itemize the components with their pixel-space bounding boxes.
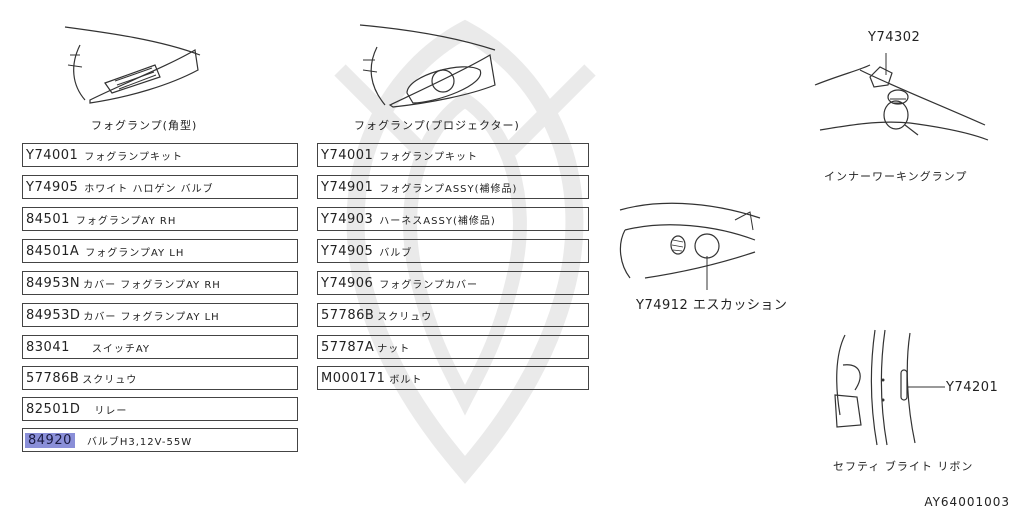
part-number: Y74001 xyxy=(26,147,79,163)
part-number: Y74901 xyxy=(321,179,374,195)
part-row[interactable]: Y74001 フォグランプキット xyxy=(22,143,298,167)
part-name: フォグランプAY RH xyxy=(75,215,177,227)
part-name: バルブH3,12V-55W xyxy=(86,436,193,448)
square-fog-lamp-caption: フォグランプ(角型) xyxy=(91,119,198,132)
part-number: 57786B xyxy=(26,370,80,386)
escutcheon-illustration xyxy=(619,202,761,290)
part-number: 57787A xyxy=(321,339,375,355)
part-row[interactable]: 83041 スイッチAY xyxy=(22,335,298,359)
square-fog-lamp-illustration xyxy=(64,26,201,104)
safety-bright-ribbon-caption: セフティ ブライト リボン xyxy=(833,460,974,473)
part-row[interactable]: 84501A フォグランプAY LH xyxy=(22,239,298,263)
part-number: Y74001 xyxy=(321,147,374,163)
part-name: ハーネスASSY(補修品) xyxy=(379,215,496,227)
part-row[interactable]: Y74905 バルブ xyxy=(317,239,589,263)
safety-bright-ribbon-part-number: Y74201 xyxy=(946,380,999,395)
part-name: スイッチAY xyxy=(91,343,151,355)
inner-working-lamp-illustration xyxy=(814,53,989,141)
inner-working-lamp-part-number: Y74302 xyxy=(868,30,921,45)
part-number: 57786B xyxy=(321,307,375,323)
part-row-highlighted[interactable]: 84920 バルブH3,12V-55W xyxy=(22,428,298,452)
part-name: ホワイト ハロゲン バルブ xyxy=(84,183,214,195)
projector-fog-lamp-illustration xyxy=(359,24,496,108)
part-number-highlighted: 84920 xyxy=(25,432,75,448)
part-row[interactable]: Y74903 ハーネスASSY(補修品) xyxy=(317,207,589,231)
part-row[interactable]: 84501 フォグランプAY RH xyxy=(22,207,298,231)
part-row[interactable]: 57786B スクリュウ xyxy=(22,366,298,390)
part-number: 84501 xyxy=(26,211,70,227)
escutcheon-label: Y74912 エスカッション xyxy=(636,298,788,313)
part-number: Y74906 xyxy=(321,275,374,291)
part-row[interactable]: 84953D カバー フォグランプAY LH xyxy=(22,303,298,327)
part-name: ボルト xyxy=(389,374,423,386)
part-number: 84501A xyxy=(26,243,80,259)
part-name: フォグランプカバー xyxy=(379,279,478,291)
part-name: スクリュウ xyxy=(82,374,138,386)
part-name: フォグランプキット xyxy=(84,151,183,163)
part-number: 84953N xyxy=(26,275,81,291)
part-name: リレー xyxy=(94,405,128,417)
part-name: フォグランプASSY(補修品) xyxy=(379,183,518,195)
inner-working-lamp-caption: インナーワーキングランプ xyxy=(824,170,968,183)
part-row[interactable]: 82501D リレー xyxy=(22,397,298,421)
part-name: フォグランプAY LH xyxy=(85,247,185,259)
watermark-emblem xyxy=(334,19,596,485)
part-number: 82501D xyxy=(26,401,81,417)
part-number: 83041 xyxy=(26,339,70,355)
part-row[interactable]: Y74001 フォグランプキット xyxy=(317,143,589,167)
part-name: ナット xyxy=(377,343,411,355)
part-number: Y74905 xyxy=(321,243,374,259)
part-name: スクリュウ xyxy=(377,311,433,323)
part-number: Y74903 xyxy=(321,211,374,227)
part-number: 84953D xyxy=(26,307,81,323)
projector-fog-lamp-caption: フォグランプ(プロジェクター) xyxy=(354,119,520,132)
part-number: M000171 xyxy=(321,370,386,386)
part-number: Y74905 xyxy=(26,179,79,195)
part-row[interactable]: 57786B スクリュウ xyxy=(317,303,589,327)
part-name: カバー フォグランプAY LH xyxy=(83,311,220,323)
part-name: カバー フォグランプAY RH xyxy=(83,279,221,291)
part-row[interactable]: 84953N カバー フォグランプAY RH xyxy=(22,271,298,295)
part-row[interactable]: Y74906 フォグランプカバー xyxy=(317,271,589,295)
diagram-code: AY64001003 xyxy=(924,495,1010,509)
part-row[interactable]: Y74905 ホワイト ハロゲン バルブ xyxy=(22,175,298,199)
part-name: フォグランプキット xyxy=(379,151,478,163)
part-name: バルブ xyxy=(379,247,413,259)
part-row[interactable]: Y74901 フォグランプASSY(補修品) xyxy=(317,175,589,199)
safety-bright-ribbon-illustration xyxy=(834,329,945,446)
part-row[interactable]: 57787A ナット xyxy=(317,335,589,359)
part-row[interactable]: M000171 ボルト xyxy=(317,366,589,390)
